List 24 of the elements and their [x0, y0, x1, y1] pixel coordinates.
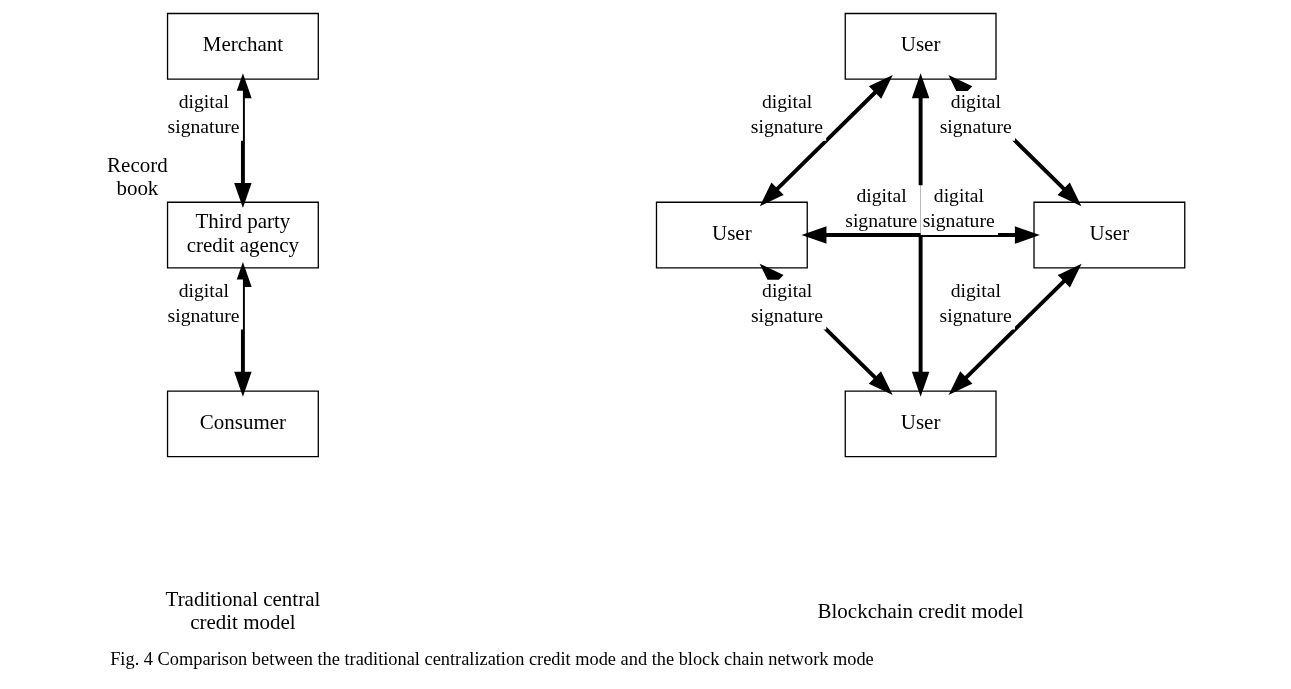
- arrow: [759, 75, 893, 207]
- edge-label: digital signature: [167, 89, 240, 137]
- edge-label: digital signature: [844, 184, 917, 232]
- node-box: Merchant: [166, 12, 319, 80]
- arrow: [911, 73, 929, 397]
- arrow: [759, 263, 893, 395]
- node-box: Third party credit agency: [166, 201, 319, 269]
- node-box: User: [844, 12, 997, 80]
- edge-label: digital signature: [922, 184, 995, 232]
- edge-label: digital signature: [939, 278, 1012, 326]
- edge-label: digital signature: [167, 278, 240, 326]
- node-label: Record book: [106, 152, 168, 201]
- label: Traditional central credit model: [165, 586, 320, 635]
- arrow: [801, 226, 1040, 244]
- node-box: User: [844, 390, 997, 458]
- arrow: [948, 263, 1082, 395]
- edge-label: digital signature: [750, 278, 823, 326]
- label: Blockchain credit model: [817, 598, 1024, 623]
- node-box: User: [655, 201, 808, 269]
- edge-label: digital signature: [750, 89, 823, 137]
- edge-label: digital signature: [939, 89, 1012, 137]
- node-box: Consumer: [166, 390, 319, 458]
- caption: Fig. 4 Comparison between the traditional centralization credit mode and the block chain network mode: [109, 649, 874, 670]
- node-box: User: [1032, 201, 1185, 269]
